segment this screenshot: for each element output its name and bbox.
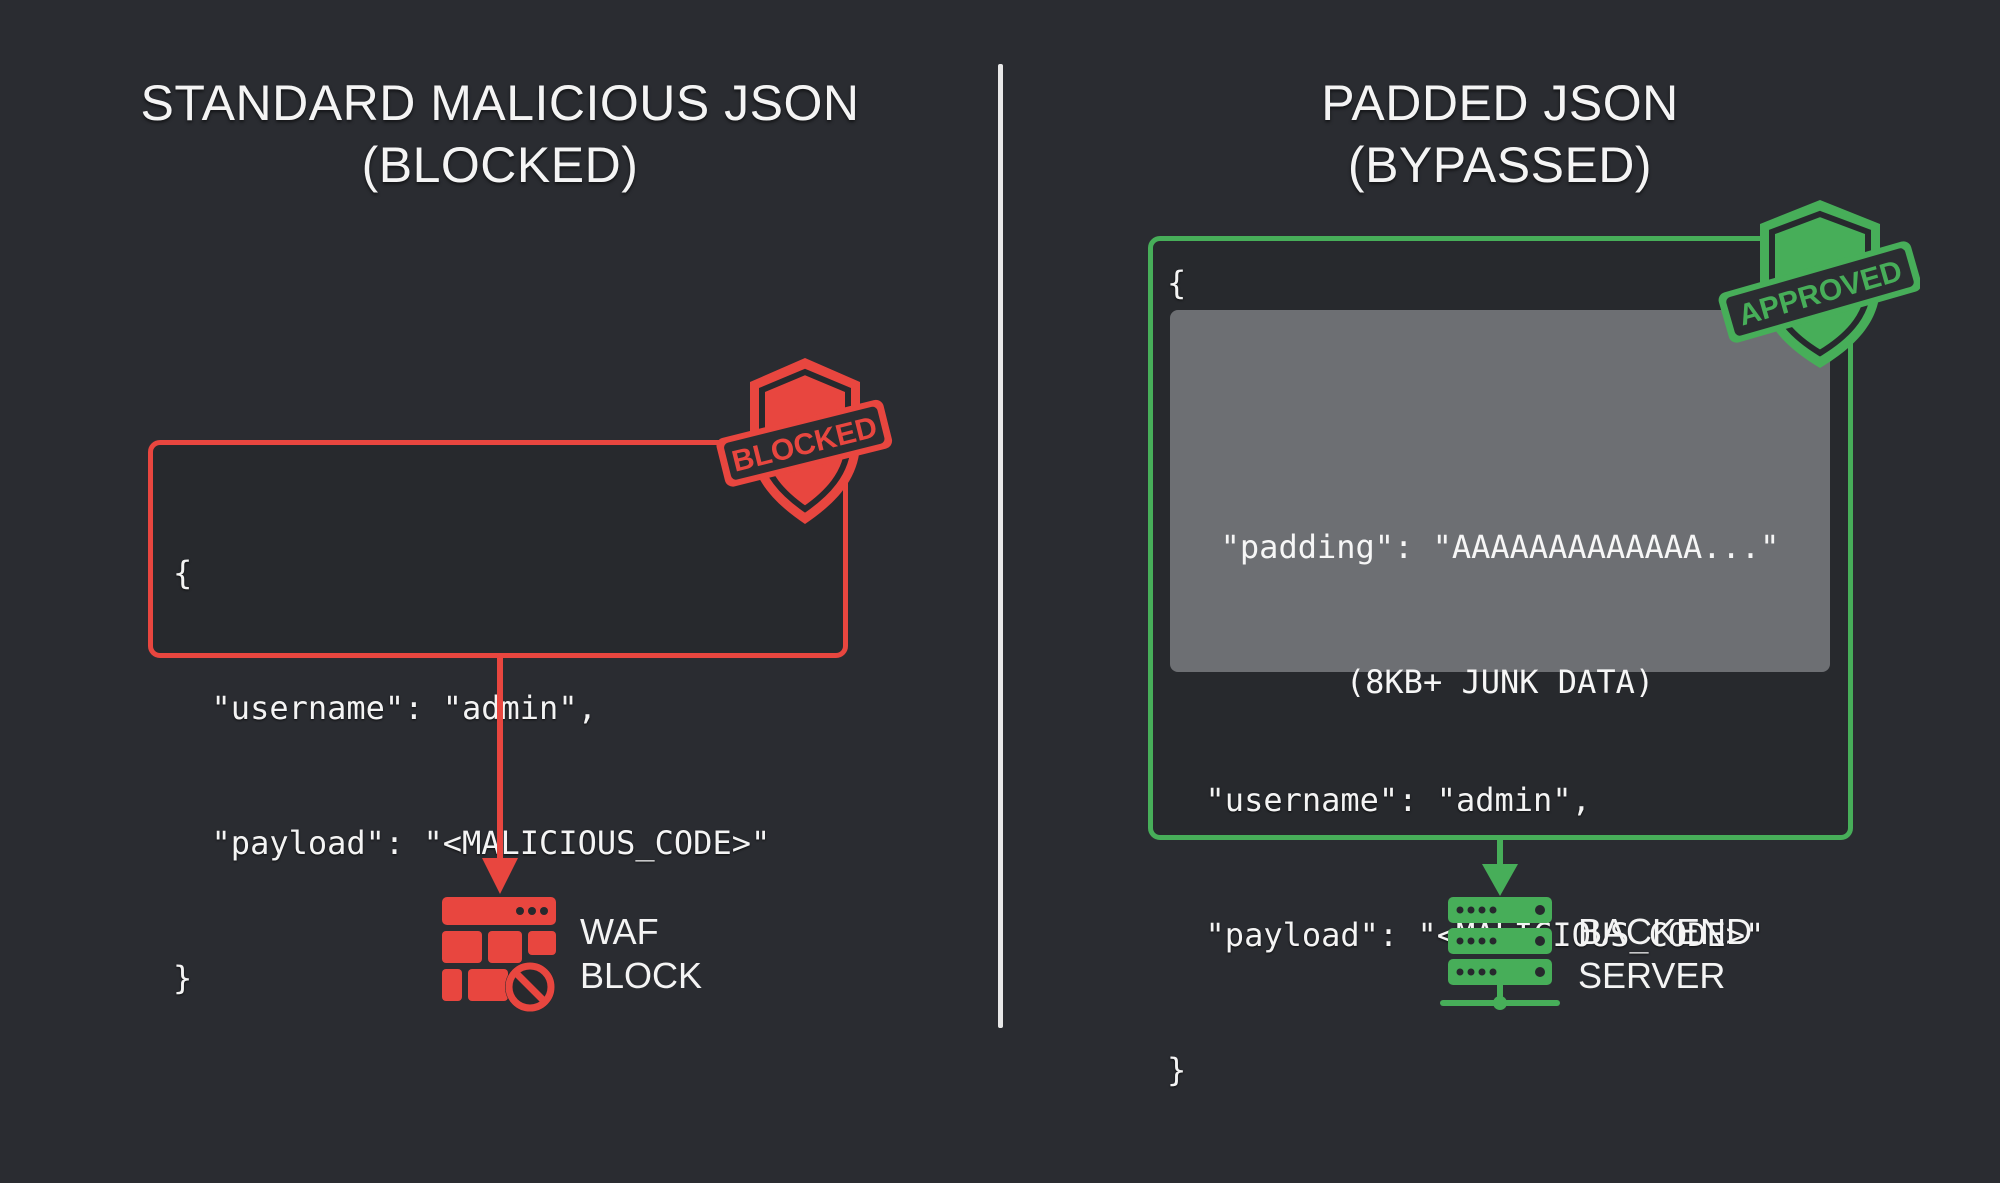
padding-junk-block: "padding": "AAAAAAAAAAAAA..." (8KB+ JUNK…: [1170, 310, 1830, 701]
waf-firewall-icon: [442, 897, 556, 1012]
server-label-line2: SERVER: [1578, 955, 1726, 996]
waf-label-line2: BLOCK: [580, 955, 703, 996]
padding-line: "padding": "AAAAAAAAAAAAA...": [1220, 528, 1780, 566]
blocked-shield-icon: BLOCKED: [716, 358, 893, 524]
left-title-line1: STANDARD MALICIOUS JSON: [140, 75, 860, 131]
panel-divider: [998, 64, 1003, 1028]
left-title: STANDARD MALICIOUS JSON (BLOCKED): [100, 72, 900, 196]
backend-server-label: BACKEND SERVER: [1578, 910, 1752, 998]
left-title-line2: (BLOCKED): [361, 137, 639, 193]
code-line: }: [173, 959, 193, 997]
code-line: }: [1167, 1051, 1187, 1089]
right-title-line2: (BYPASSED): [1347, 137, 1653, 193]
code-line: "username": "admin",: [1167, 781, 1591, 819]
code-line: "payload": "<MALICIOUS_CODE>": [173, 824, 771, 862]
open-brace: {: [1167, 264, 1187, 302]
standard-json-code: { "username": "admin", "payload": "<MALI…: [173, 461, 770, 1091]
code-line: {: [173, 554, 193, 592]
right-title-line1: PADDED JSON: [1321, 75, 1679, 131]
waf-label-line1: WAF: [580, 911, 659, 952]
green-arrow-icon: [1482, 838, 1518, 896]
server-label-line1: BACKEND: [1578, 911, 1753, 952]
backend-server-icon: [1440, 897, 1560, 1010]
right-title: PADDED JSON (BYPASSED): [1100, 72, 1900, 196]
padding-note: (8KB+ JUNK DATA): [1345, 663, 1655, 701]
approved-shield-icon: APPROVED: [1718, 200, 1920, 368]
waf-block-label: WAF BLOCK: [580, 910, 702, 998]
code-line: "username": "admin",: [173, 689, 597, 727]
red-arrow-icon: [482, 656, 518, 894]
